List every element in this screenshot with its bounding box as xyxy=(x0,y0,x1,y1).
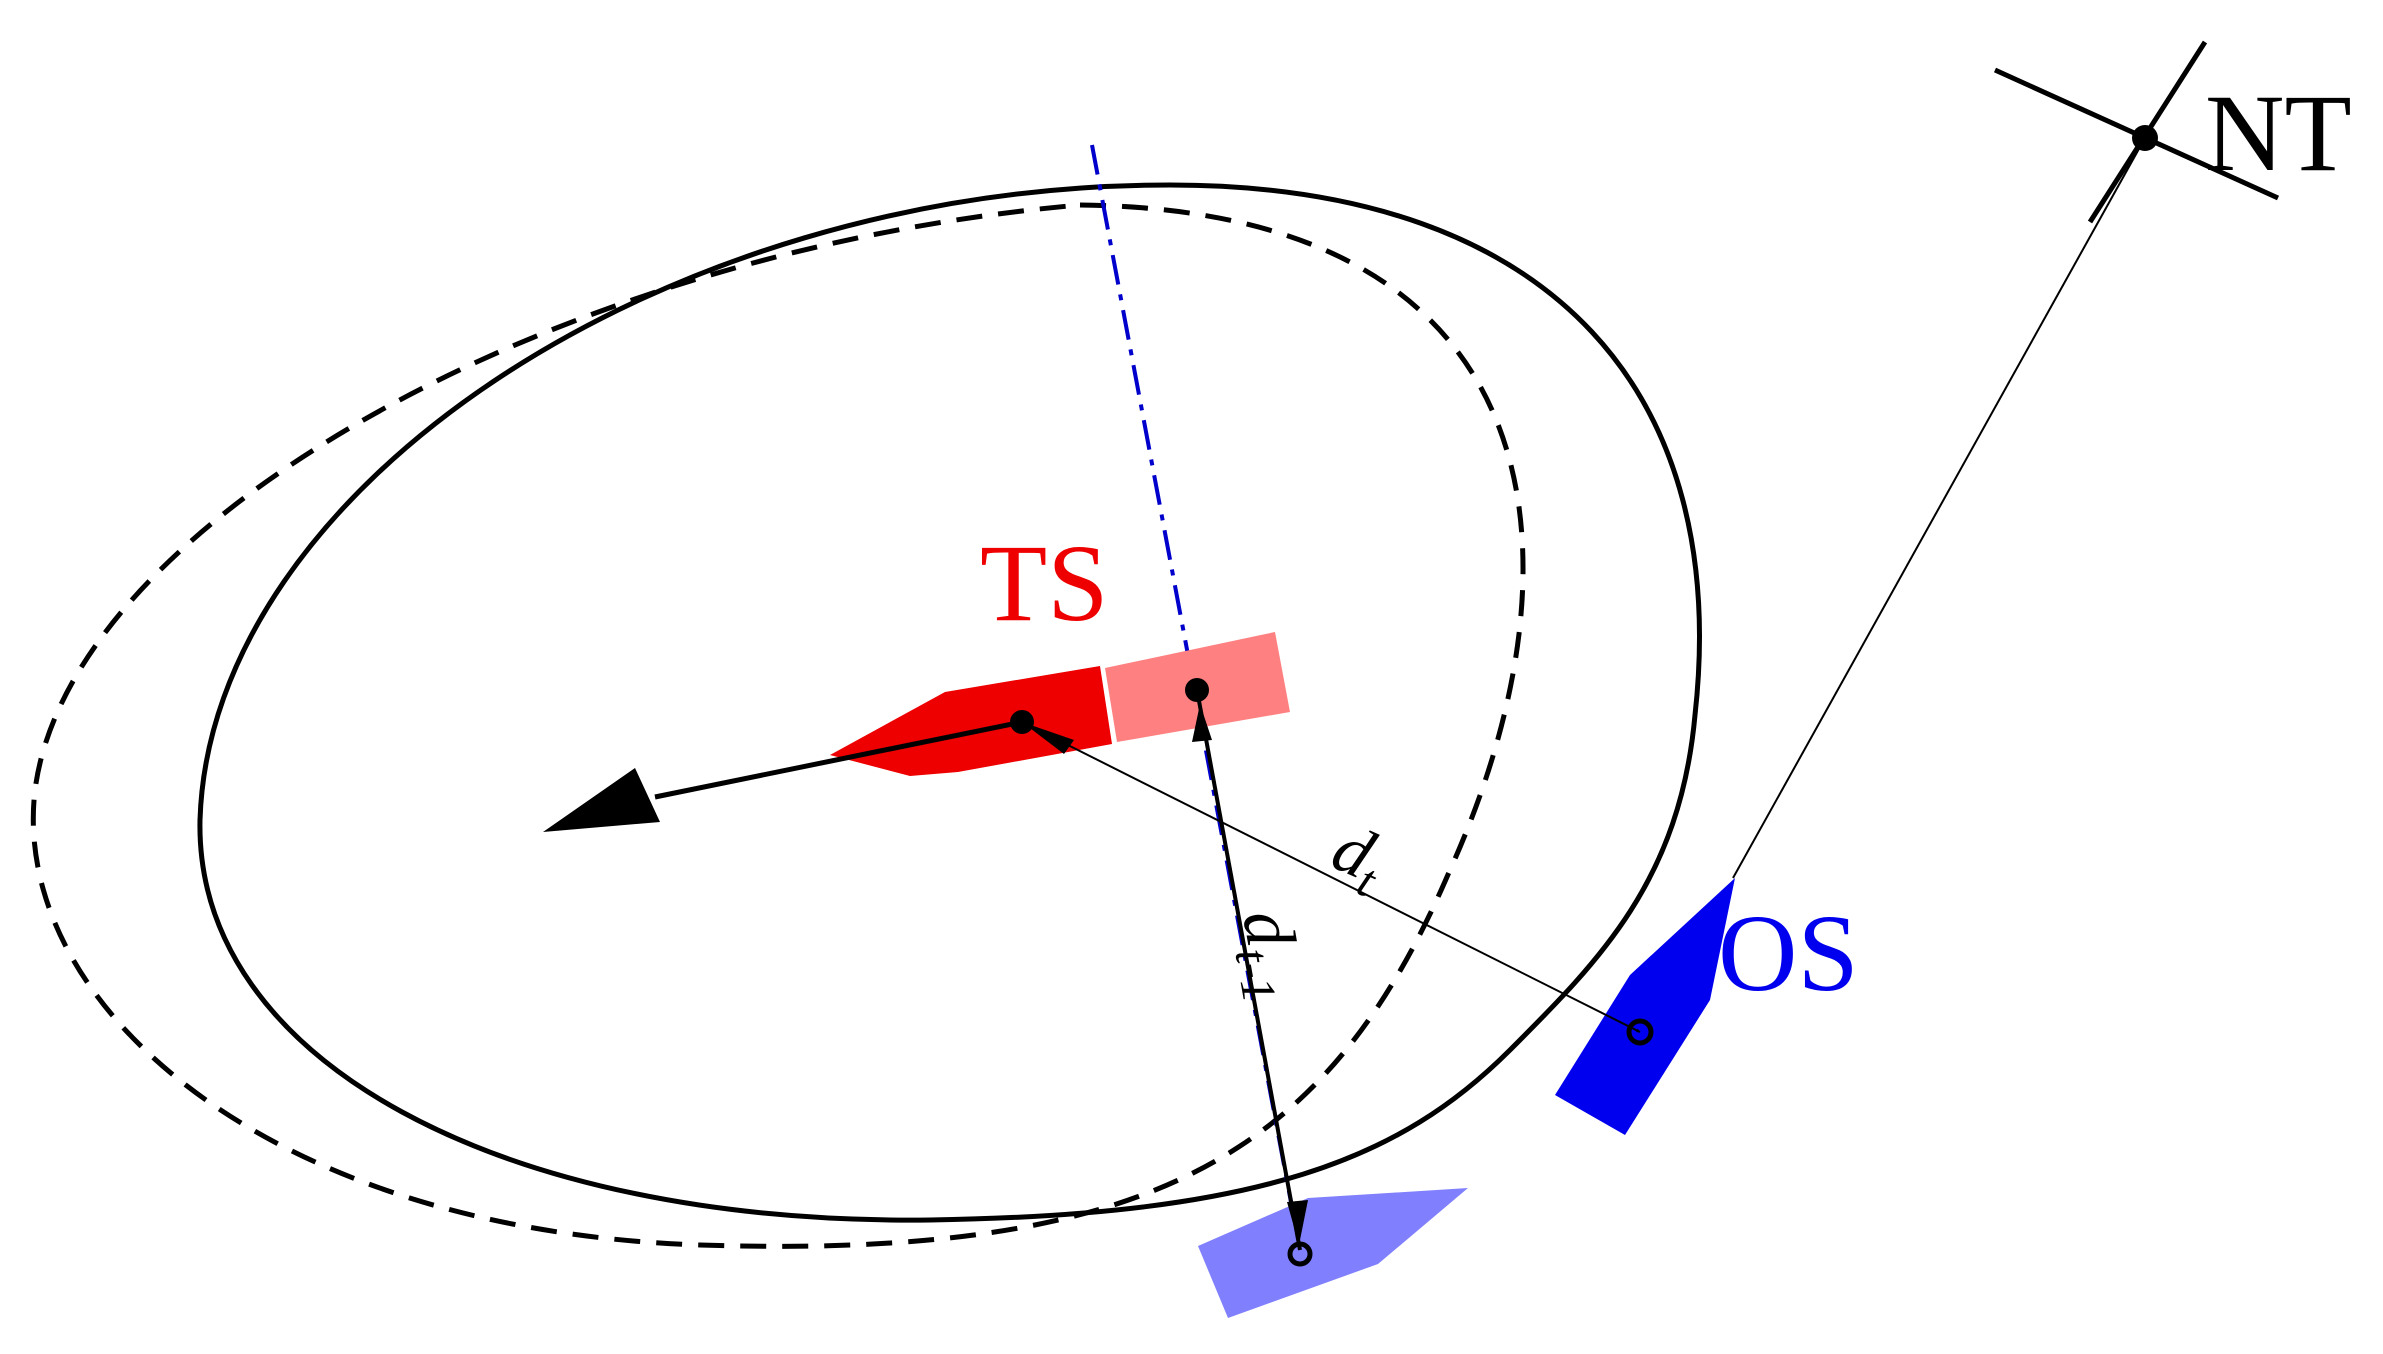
target-ship-hull xyxy=(830,666,1112,776)
target-ship-heading-arrowhead xyxy=(543,768,660,832)
course-to-next-target-line xyxy=(1732,137,2146,879)
target-ship-heading-line xyxy=(654,719,1023,800)
distance-dt1-top-arrowhead xyxy=(1192,704,1212,742)
distance-dt-start-arrowhead xyxy=(1022,722,1074,754)
distance-dt1-label: dt-1 xyxy=(1218,904,1318,1006)
own-ship-previous-center xyxy=(1287,1241,1313,1267)
target-ship-center xyxy=(1010,710,1034,734)
distance-dt1-bottom-arrowhead xyxy=(1287,1200,1308,1245)
own-ship-center xyxy=(1626,1018,1654,1046)
svg-text:dt: dt xyxy=(1318,809,1399,908)
distance-dt-line xyxy=(1021,721,1641,1033)
crosshair-icon xyxy=(1993,40,2280,224)
target-ship-previous-center xyxy=(1185,678,1209,702)
distance-dt-label: dt xyxy=(1318,809,1399,908)
svg-text:dt-1: dt-1 xyxy=(1218,904,1318,1006)
previous-domain-boundary xyxy=(30,202,1526,1249)
next-target-label: NT xyxy=(2205,72,2352,194)
own-ship-label: OS xyxy=(1718,892,1859,1014)
current-domain-boundary xyxy=(197,182,1702,1223)
target-ship-label: TS xyxy=(980,522,1108,644)
distance-dt1-line xyxy=(1195,689,1302,1251)
own-ship-hull xyxy=(1555,878,1735,1135)
own-ship-previous-hull xyxy=(1198,1188,1468,1318)
